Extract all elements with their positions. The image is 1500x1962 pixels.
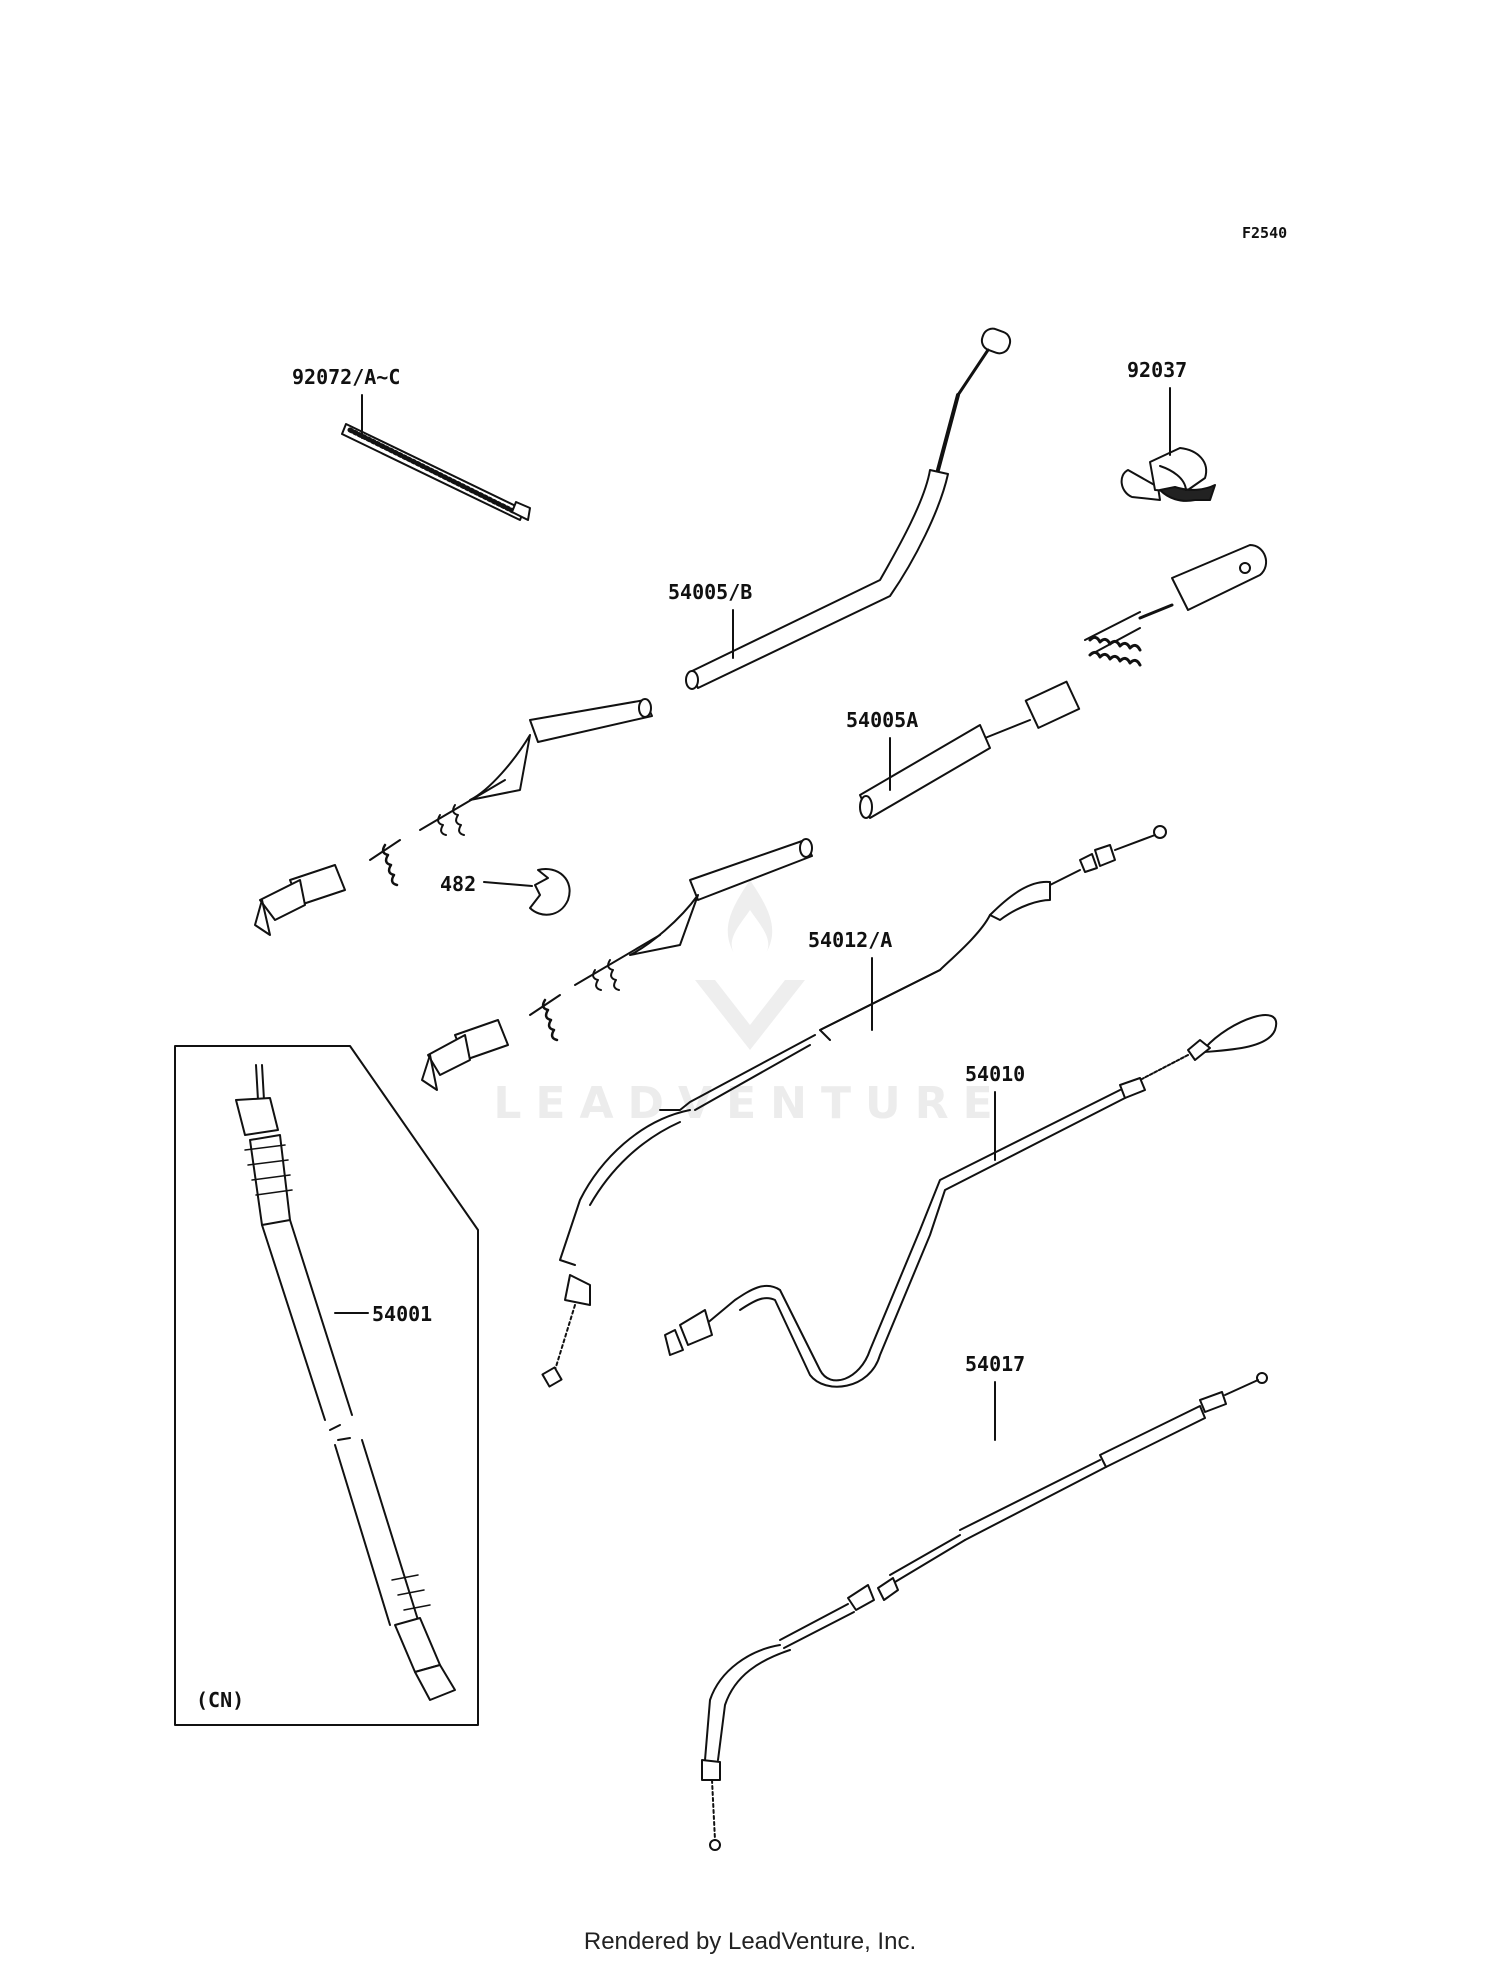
speedometer-cable-inset xyxy=(174,1045,479,1726)
speedometer-cable-part[interactable] xyxy=(235,1064,456,1701)
inset-region-label: (CN) xyxy=(196,1688,245,1712)
choke-cable-part[interactable] xyxy=(664,1014,1278,1388)
watermark-logo-icon xyxy=(695,880,805,1050)
callout-54001[interactable]: 54001 xyxy=(372,1302,433,1326)
callout-92037[interactable]: 92037 xyxy=(1127,358,1188,382)
diagram-code: F2540 xyxy=(1242,224,1288,242)
adjuster-cable-lower-part[interactable] xyxy=(421,838,813,1091)
clamp-part[interactable] xyxy=(1120,387,1216,502)
brake-cable-b-part[interactable] xyxy=(685,326,1013,690)
callout-482[interactable]: 482 xyxy=(440,872,477,896)
cable-tie-part[interactable] xyxy=(341,394,531,521)
watermark-text: LEADVENTURE xyxy=(493,1078,1007,1129)
callout-54010[interactable]: 54010 xyxy=(965,1062,1026,1086)
callout-54005a[interactable]: 54005A xyxy=(846,708,919,732)
footer-credit: Rendered by LeadVenture, Inc. xyxy=(583,1928,917,1955)
clutch-cable-part[interactable] xyxy=(701,1372,1268,1851)
brake-cable-a-part[interactable] xyxy=(859,544,1268,819)
callout-92072[interactable]: 92072/A~C xyxy=(292,365,401,389)
adjuster-cable-upper-part[interactable] xyxy=(254,698,653,936)
throttle-cable-part[interactable] xyxy=(541,825,1167,1388)
callout-54017[interactable]: 54017 xyxy=(965,1352,1026,1376)
callout-54012[interactable]: 54012/A xyxy=(808,928,893,952)
circlip-part[interactable] xyxy=(483,868,571,916)
callout-54005b[interactable]: 54005/B xyxy=(668,580,753,604)
